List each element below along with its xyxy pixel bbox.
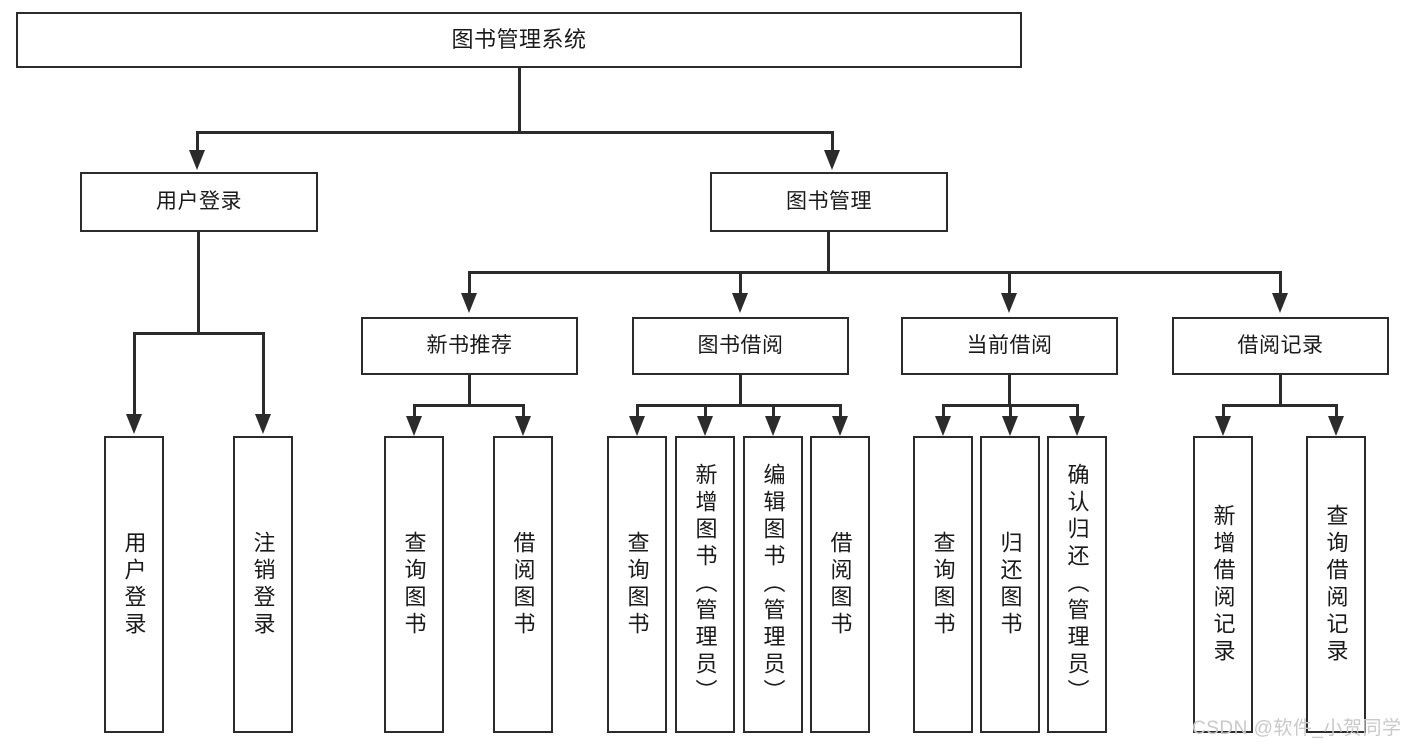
node-label: 借阅记录 [1237, 333, 1324, 357]
leaf-logout[interactable]: 注销登录 [233, 436, 293, 733]
node-label: 新书推荐 [426, 333, 513, 357]
leaf-query-book-current[interactable]: 查询图书 [913, 436, 973, 733]
node-label: 注销登录 [250, 530, 276, 639]
connector-currentborrow-drop-3 [1076, 404, 1079, 418]
node-label: 借阅图书 [510, 530, 536, 639]
arrowhead-to-user-login [189, 150, 205, 170]
arrowhead-to-logout-leaf [255, 414, 271, 434]
arrowhead-to-borrow-book-2 [832, 416, 848, 436]
connector-book-management-stem [827, 232, 830, 274]
connector-bm-drop-1 [468, 271, 471, 295]
node-current-borrow[interactable]: 当前借阅 [901, 317, 1118, 375]
connector-currentborrow-stem [1008, 375, 1011, 406]
node-label: 查询借阅记录 [1323, 503, 1349, 666]
connector-root-stem [518, 68, 521, 133]
arrowhead-to-query-book-1 [406, 416, 422, 436]
connector-borrowrecord-bus [1222, 404, 1338, 407]
connector-borrowrecord-stem [1279, 375, 1282, 406]
node-label: 编辑图书（管理员） [760, 463, 786, 706]
connector-borrowrecord-drop-1 [1222, 404, 1225, 418]
node-label: 借阅图书 [827, 530, 853, 639]
node-label: 新增借阅记录 [1210, 503, 1236, 666]
leaf-edit-book-admin[interactable]: 编辑图书（管理员） [743, 436, 803, 733]
connector-root-drop-left [196, 131, 199, 153]
connector-root-drop-right [831, 131, 834, 153]
connector-newbook-drop-1 [413, 404, 416, 418]
connector-bm-drop-2 [739, 271, 742, 295]
arrowhead-to-user-login-leaf [126, 414, 142, 434]
node-label: 查询图书 [930, 530, 956, 639]
node-label: 用户登录 [156, 189, 242, 213]
leaf-return-book[interactable]: 归还图书 [980, 436, 1040, 733]
connector-bookborrow-stem [739, 375, 742, 406]
leaf-borrow-book-newbook[interactable]: 借阅图书 [493, 436, 553, 733]
connector-currentborrow-drop-1 [942, 404, 945, 418]
connector-newbook-bus [413, 404, 525, 407]
connector-user-login-bus [133, 332, 265, 335]
connector-borrowrecord-drop-2 [1335, 404, 1338, 418]
node-label: 新增图书（管理员） [692, 463, 718, 706]
arrowhead-to-return-book [1002, 416, 1018, 436]
node-label: 用户登录 [121, 530, 147, 639]
node-label: 图书借阅 [697, 333, 784, 357]
arrowhead-to-query-book-2 [629, 416, 645, 436]
connector-book-management-bus [468, 271, 1282, 274]
node-label: 确认归还（管理员） [1064, 463, 1090, 706]
arrowhead-to-borrow-book-1 [515, 416, 531, 436]
node-user-login[interactable]: 用户登录 [80, 172, 318, 232]
arrowhead-to-query-record [1328, 416, 1344, 436]
leaf-query-book-newbook[interactable]: 查询图书 [384, 436, 444, 733]
connector-newbook-stem [468, 375, 471, 406]
leaf-add-borrow-record[interactable]: 新增借阅记录 [1193, 436, 1253, 733]
connector-bookborrow-bus [636, 404, 842, 407]
arrowhead-to-book-borrow [732, 293, 748, 313]
node-label: 图书管理系统 [451, 27, 587, 53]
leaf-query-borrow-record[interactable]: 查询借阅记录 [1306, 436, 1366, 733]
connector-root-bus [196, 131, 834, 134]
connector-bookborrow-drop-4 [839, 404, 842, 418]
connector-user-login-stem [197, 232, 200, 334]
leaf-confirm-return-admin[interactable]: 确认归还（管理员） [1047, 436, 1107, 733]
connector-bm-drop-4 [1279, 271, 1282, 295]
node-label: 查询图书 [401, 530, 427, 639]
connector-bookborrow-drop-2 [704, 404, 707, 418]
arrowhead-to-new-book [461, 293, 477, 313]
leaf-query-book-borrow[interactable]: 查询图书 [607, 436, 667, 733]
connector-user-login-drop-1 [133, 332, 136, 416]
leaf-add-book-admin[interactable]: 新增图书（管理员） [675, 436, 735, 733]
arrowhead-to-confirm-return [1069, 416, 1085, 436]
arrowhead-to-book-management [824, 150, 840, 170]
arrowhead-to-borrow-record [1272, 293, 1288, 313]
leaf-borrow-book-borrow[interactable]: 借阅图书 [810, 436, 870, 733]
connector-currentborrow-drop-2 [1009, 404, 1012, 418]
node-book-management[interactable]: 图书管理 [710, 172, 948, 232]
arrowhead-to-query-book-3 [935, 416, 951, 436]
node-label: 归还图书 [997, 530, 1023, 639]
connector-user-login-drop-2 [262, 332, 265, 416]
connector-bookborrow-drop-1 [636, 404, 639, 418]
connector-bookborrow-drop-3 [772, 404, 775, 418]
node-label: 当前借阅 [966, 333, 1053, 357]
arrowhead-to-add-record [1215, 416, 1231, 436]
node-book-borrow[interactable]: 图书借阅 [632, 317, 849, 375]
node-root-book-management-system[interactable]: 图书管理系统 [16, 12, 1022, 68]
csdn-watermark: CSDN @软件_小贺同学 [1192, 718, 1402, 739]
node-borrow-record[interactable]: 借阅记录 [1172, 317, 1389, 375]
arrowhead-to-edit-book [765, 416, 781, 436]
connector-newbook-drop-2 [522, 404, 525, 418]
node-label: 查询图书 [624, 530, 650, 639]
leaf-user-login[interactable]: 用户登录 [104, 436, 164, 733]
arrowhead-to-current-borrow [1001, 293, 1017, 313]
node-label: 图书管理 [786, 189, 872, 213]
connector-bm-drop-3 [1008, 271, 1011, 295]
node-new-book-recommendation[interactable]: 新书推荐 [361, 317, 578, 375]
arrowhead-to-add-book [697, 416, 713, 436]
